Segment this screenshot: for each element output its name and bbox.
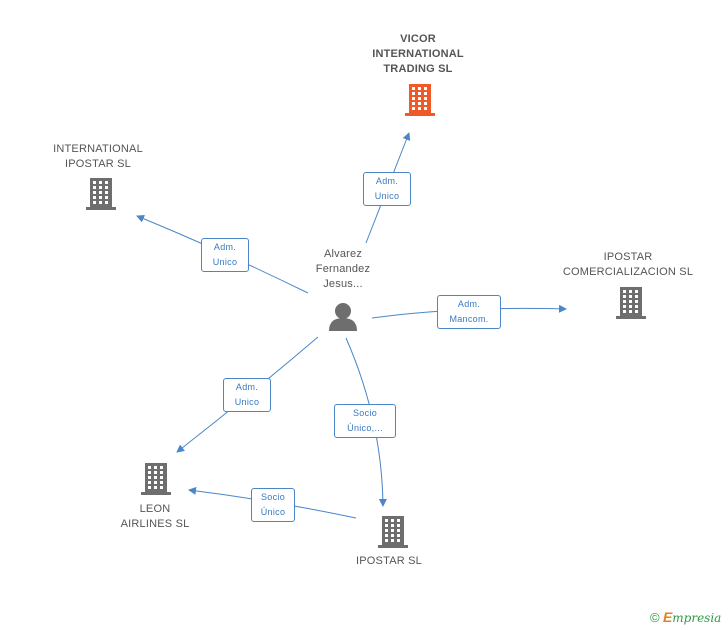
- person-label[interactable]: Alvarez Fernandez Jesus...: [315, 248, 371, 290]
- building-icon[interactable]: [616, 287, 646, 319]
- copyright-symbol: ©: [650, 610, 660, 625]
- brand-logo-text: mpresia: [672, 611, 722, 625]
- brand-logo-e: E: [662, 609, 673, 625]
- brand-footer: © Empresia: [650, 609, 721, 625]
- company-label-comercializacion[interactable]: IPOSTAR COMERCIALIZACION SL: [562, 251, 694, 278]
- edge-label-ipostar-leon[interactable]: Socio Único: [251, 488, 295, 522]
- edge-label-ipostar[interactable]: Socio Único,...: [334, 404, 396, 438]
- building-icon[interactable]: [378, 516, 408, 548]
- edge-label-international[interactable]: Adm. Unico: [201, 238, 249, 272]
- company-label-leon[interactable]: LEON AIRLINES SL: [120, 503, 190, 530]
- edge-label-comercializacion[interactable]: Adm. Mancom.: [437, 295, 501, 329]
- person-icon[interactable]: [329, 303, 357, 331]
- edge-label-vicor[interactable]: Adm. Unico: [363, 172, 411, 206]
- company-label-ipostar[interactable]: IPOSTAR SL: [356, 555, 422, 567]
- company-label-vicor[interactable]: VICOR INTERNATIONAL TRADING SL: [372, 33, 464, 75]
- edge-label-leon[interactable]: Adm. Unico: [223, 378, 271, 412]
- building-icon[interactable]: [86, 178, 116, 210]
- building-icon[interactable]: [405, 84, 435, 116]
- company-label-international[interactable]: INTERNATIONAL IPOSTAR SL: [53, 143, 143, 170]
- building-icon[interactable]: [141, 463, 171, 495]
